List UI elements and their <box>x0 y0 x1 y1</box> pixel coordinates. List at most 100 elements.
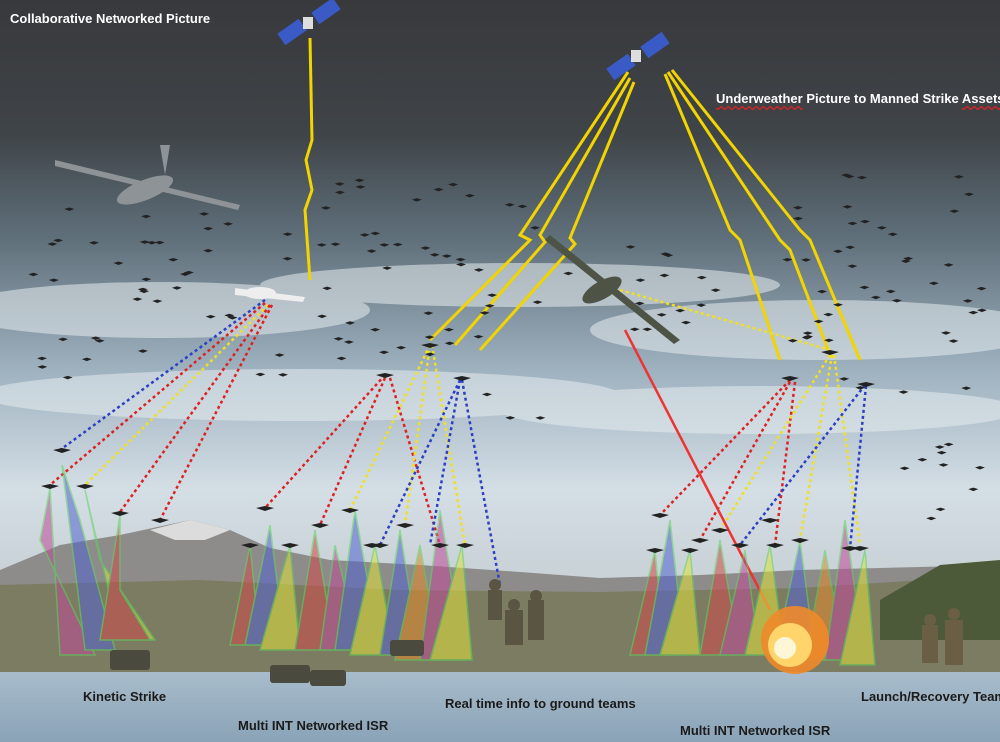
uav-icon <box>479 311 490 315</box>
uav-icon <box>330 242 341 247</box>
relay-aircraft-icon <box>235 287 305 302</box>
uav-icon <box>855 386 866 390</box>
uav-icon <box>563 271 574 276</box>
uav-icon <box>396 345 407 350</box>
uav-node-icon <box>731 543 749 548</box>
uav-icon <box>938 463 949 467</box>
uav-icon <box>870 295 881 300</box>
transport-aircraft-icon <box>55 145 240 210</box>
uav-icon <box>88 241 99 245</box>
uav-icon <box>642 327 653 332</box>
uav-icon <box>663 253 674 258</box>
uav-icon <box>962 299 973 303</box>
uav-icon <box>473 268 484 272</box>
uav-icon <box>420 246 431 250</box>
uav-icon <box>813 319 824 324</box>
uav-icon <box>833 303 844 307</box>
clouds <box>0 263 1000 434</box>
uav-icon <box>839 377 850 381</box>
uav-node-icon <box>151 518 169 523</box>
uav-icon <box>710 288 721 292</box>
uav-icon <box>345 321 356 325</box>
uav-icon <box>94 339 105 343</box>
uav-icon <box>132 297 143 302</box>
uav-icon <box>961 386 972 391</box>
uav-icon <box>58 337 69 342</box>
uav-icon <box>141 214 152 219</box>
uav-icon <box>949 209 960 214</box>
uav-icon <box>455 262 466 267</box>
uav-icon <box>282 232 293 237</box>
uav-icon <box>370 327 381 332</box>
uav-icon <box>903 256 914 261</box>
uav-icon <box>223 222 234 226</box>
uav-node-icon <box>53 448 71 453</box>
uav-icon <box>343 340 354 344</box>
uav-icon <box>976 286 987 291</box>
uav-icon <box>887 232 898 237</box>
uav-icon <box>845 245 856 250</box>
title-text: Collaborative Networked Picture <box>10 11 211 26</box>
vehicles <box>110 640 424 686</box>
uav-icon <box>443 328 454 332</box>
uav-icon <box>320 206 331 210</box>
uav-icon <box>532 300 543 305</box>
uav-icon <box>891 298 902 303</box>
uav-icon <box>113 261 124 266</box>
uav-icon <box>277 373 288 377</box>
uav-icon <box>334 182 345 186</box>
uav-icon <box>953 175 964 179</box>
uav-icon <box>943 442 954 447</box>
uav-icon <box>935 507 946 512</box>
uav-icon <box>899 466 910 471</box>
uav-icon <box>359 233 370 237</box>
uav-icon <box>926 516 937 521</box>
snow-caps <box>150 520 230 540</box>
uav-node-icon <box>456 543 474 548</box>
uav-icon <box>379 350 390 355</box>
uav-icon <box>634 301 645 306</box>
satellite-beams <box>303 37 862 361</box>
datalinks-isr-left <box>264 344 502 586</box>
uav-icon <box>53 238 64 243</box>
uav-icon <box>205 314 216 319</box>
uav-icon <box>146 240 157 245</box>
uav-icon <box>659 273 670 278</box>
tanker-aircraft-icon <box>545 235 680 344</box>
uav-icon <box>803 335 814 339</box>
uav-icon <box>625 245 636 249</box>
uav-icon <box>152 299 163 303</box>
uav-icon <box>517 204 528 209</box>
uav-icon <box>696 303 707 307</box>
uav-icon <box>448 182 459 187</box>
uav-icon <box>154 240 165 245</box>
uav-node-icon <box>241 543 259 548</box>
uav-node-icon <box>76 484 94 489</box>
uav-icon <box>847 221 858 226</box>
underweather-label: Underweather Picture to Manned Strike As… <box>716 91 1000 106</box>
launch-recovery-label: Launch/Recovery Team <box>861 689 1000 704</box>
satellite-left-icon <box>277 0 341 46</box>
soldiers-center <box>488 579 544 645</box>
uav-node-icon <box>363 543 381 548</box>
uav-icon <box>948 339 959 343</box>
uav-icon <box>940 331 951 335</box>
sensor-cones-kinetic <box>39 464 157 656</box>
uav-node-icon <box>781 376 799 381</box>
uav-icon <box>203 249 214 253</box>
uav-icon <box>976 308 987 313</box>
uav-icon <box>429 253 440 257</box>
uav-node-icon <box>281 543 299 548</box>
uav-icon <box>530 226 541 230</box>
uav-icon <box>168 257 179 262</box>
uav-node-icon <box>681 548 699 553</box>
uav-icon <box>441 254 452 258</box>
uav-node-icon <box>821 350 839 355</box>
uav-icon <box>832 249 843 254</box>
uav-icon <box>139 240 150 244</box>
uav-node-icon <box>41 484 59 489</box>
uav-icon <box>425 352 436 357</box>
page-title: Collaborative Networked Picture <box>10 11 210 26</box>
kinetic-strike-label: Kinetic Strike <box>83 689 167 704</box>
